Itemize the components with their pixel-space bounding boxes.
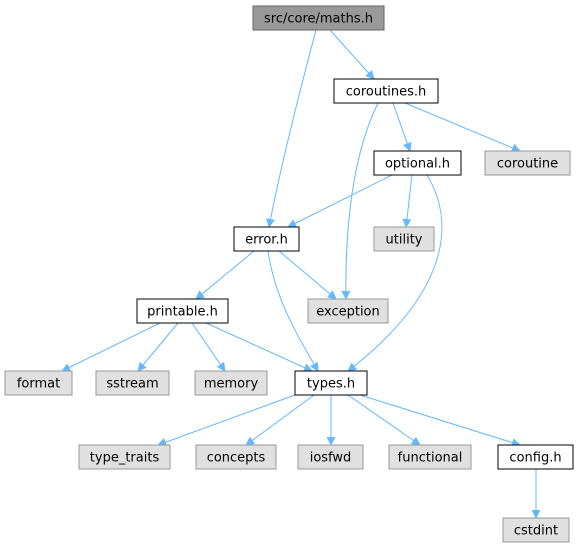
node-box — [194, 370, 268, 396]
node-exception: exception — [307, 298, 389, 324]
node-box — [4, 370, 73, 396]
node-label: coroutine — [497, 157, 558, 172]
edge-printable-to-memory — [191, 322, 226, 372]
node-types[interactable]: types.h — [294, 370, 368, 396]
node-label: optional.h — [385, 157, 450, 172]
node-config[interactable]: config.h — [497, 444, 574, 470]
edge-maths-to-coroutines — [329, 29, 375, 80]
node-label: format — [17, 377, 60, 392]
edge-printable-to-types — [205, 322, 313, 372]
edge-maths-to-error — [266, 29, 317, 228]
dependency-edges — [61, 29, 541, 519]
node-label: printable.h — [147, 305, 218, 320]
edge-types-to-functional — [347, 394, 421, 446]
edge-error-to-exception — [278, 250, 337, 300]
node-box — [484, 150, 571, 176]
node-memory: memory — [194, 370, 268, 396]
node-label: exception — [316, 305, 380, 320]
node-label: functional — [398, 451, 463, 466]
node-label: config.h — [509, 451, 561, 466]
node-label: type_traits — [90, 451, 160, 466]
node-functional: functional — [388, 444, 472, 470]
node-box — [233, 226, 300, 252]
node-box — [95, 370, 170, 396]
node-box — [307, 298, 389, 324]
file-nodes: src/core/maths.h coroutines.h optional.h co… — [4, 5, 574, 543]
node-box — [373, 226, 435, 252]
edge-types-to-config — [359, 394, 521, 447]
node-coroutines[interactable]: coroutines.h — [333, 78, 439, 104]
edge-coroutines-to-exception — [341, 102, 379, 300]
node-optional[interactable]: optional.h — [373, 150, 462, 176]
node-box — [297, 444, 364, 470]
node-label: memory — [204, 377, 259, 392]
node-concepts: concepts — [195, 444, 277, 470]
edge-printable-to-format — [61, 322, 161, 372]
edge-error-to-printable — [195, 250, 255, 300]
node-format: format — [4, 370, 73, 396]
edge-coroutines-to-coroutine — [404, 102, 521, 153]
node-label: src/core/maths.h — [264, 12, 373, 27]
node-box — [373, 150, 462, 176]
node-label: cstdint — [514, 524, 558, 539]
edge-types-to-concepts — [245, 394, 315, 446]
edge-printable-to-sstream — [137, 322, 179, 372]
node-label: utility — [386, 233, 423, 248]
node-cstdint: cstdint — [502, 517, 570, 543]
node-label: sstream — [106, 377, 158, 392]
node-box — [195, 444, 277, 470]
node-label: error.h — [245, 233, 288, 248]
edge-optional-to-types — [347, 174, 443, 372]
node-box — [78, 444, 171, 470]
edge-coroutines-to-optional — [392, 102, 412, 152]
node-box — [136, 298, 229, 324]
node-label: iosfwd — [310, 451, 352, 466]
edge-error-to-types — [267, 250, 319, 372]
node-label: coroutines.h — [346, 85, 426, 100]
edge-optional-to-utility — [402, 174, 413, 228]
node-iosfwd: iosfwd — [297, 444, 364, 470]
node-box — [252, 5, 385, 31]
edge-types-to-type_traits — [157, 394, 296, 447]
node-box — [497, 444, 574, 470]
node-label: types.h — [307, 377, 355, 392]
node-box — [502, 517, 570, 543]
node-sstream: sstream — [95, 370, 170, 396]
node-utility: utility — [373, 226, 435, 252]
node-printable[interactable]: printable.h — [136, 298, 229, 324]
edge-optional-to-error — [287, 174, 393, 228]
node-label: concepts — [207, 451, 266, 466]
node-type-traits: type_traits — [78, 444, 171, 470]
node-box — [333, 78, 439, 104]
node-box — [388, 444, 472, 470]
node-coroutine: coroutine — [484, 150, 571, 176]
node-box — [294, 370, 368, 396]
node-error[interactable]: error.h — [233, 226, 300, 252]
node-maths[interactable]: src/core/maths.h — [252, 5, 385, 31]
